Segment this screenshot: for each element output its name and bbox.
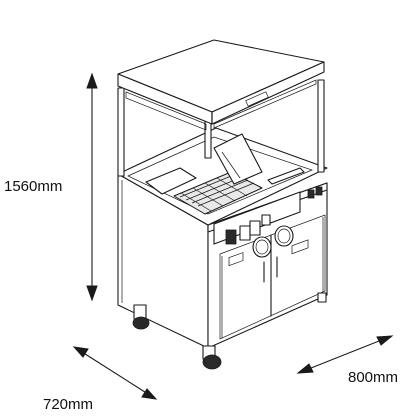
control-knobs <box>225 186 323 258</box>
depth-dimension-arrow <box>72 346 158 400</box>
width-dimension-arrow <box>296 335 394 374</box>
height-dimension-arrow <box>86 72 98 302</box>
castor-wheels <box>132 292 327 370</box>
heated-canopy <box>117 39 325 131</box>
depth-dimension-label: 720mm <box>43 396 93 413</box>
canopy-posts <box>117 79 325 177</box>
worktop-well <box>117 127 328 226</box>
height-dimension-label: 1560mm <box>4 178 62 195</box>
width-dimension-label: 800mm <box>348 369 398 386</box>
